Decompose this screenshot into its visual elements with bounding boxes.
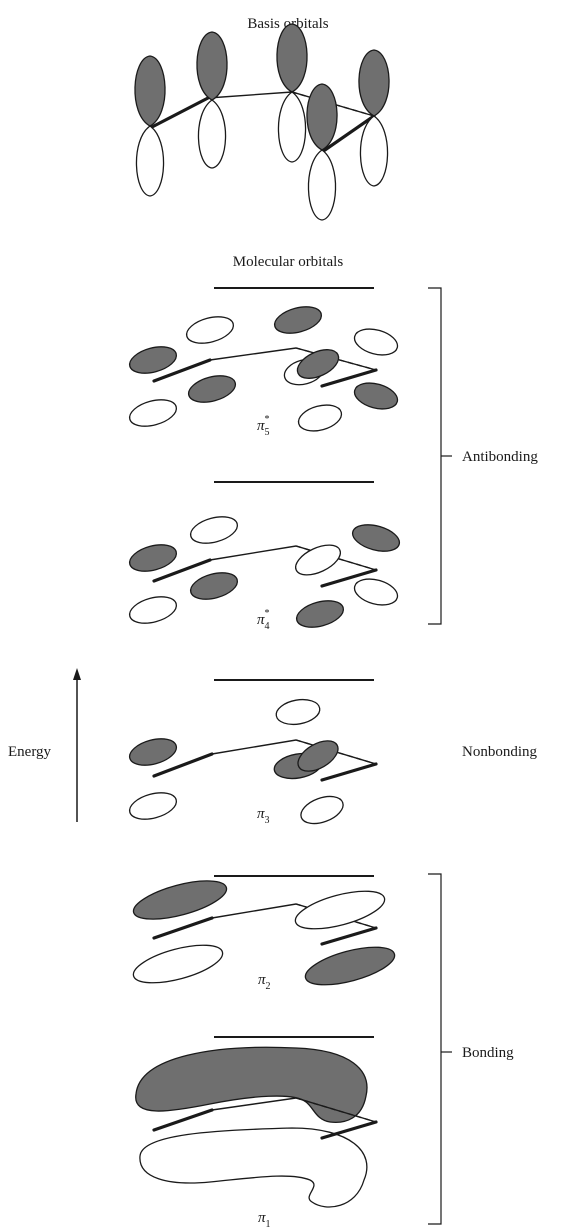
basis-orbitals <box>134 23 390 221</box>
label-pi3: π3 <box>257 806 270 826</box>
mo-pi3 <box>128 698 378 825</box>
energy-arrowhead <box>73 668 81 680</box>
label-pi4: π*4 <box>257 608 270 632</box>
nonbonding-label: Nonbonding <box>462 744 538 760</box>
molecular-orbitals-title: Molecular orbitals <box>233 254 344 270</box>
label-pi1: π1 <box>258 1210 271 1228</box>
basis-orbitals-title: Basis orbitals <box>247 16 328 32</box>
p-orbital-4 <box>306 83 338 221</box>
antibonding-label: Antibonding <box>462 449 538 465</box>
basis-sigma-frame <box>148 91 376 154</box>
p-orbital-2 <box>196 31 228 169</box>
energy-label: Energy <box>8 744 52 760</box>
mo-pi1 <box>135 1046 378 1208</box>
mo-pi5 <box>128 306 399 432</box>
mo-pi2 <box>132 880 396 986</box>
antibonding-bracket: Antibonding <box>428 287 538 625</box>
p-orbital-3 <box>276 23 308 163</box>
mo-pi4 <box>128 516 401 628</box>
label-pi5: π*5 <box>257 414 270 438</box>
p-orbital-1 <box>134 55 166 197</box>
orbital-labels: π*5 π*4 π3 π2 π1 <box>257 414 271 1228</box>
bonding-label: Bonding <box>462 1045 514 1061</box>
energy-axis: Energy <box>8 668 81 822</box>
bonding-bracket: Bonding <box>428 873 514 1225</box>
label-pi2: π2 <box>258 972 271 992</box>
energy-levels <box>214 287 374 1038</box>
p-orbital-5 <box>358 49 390 187</box>
